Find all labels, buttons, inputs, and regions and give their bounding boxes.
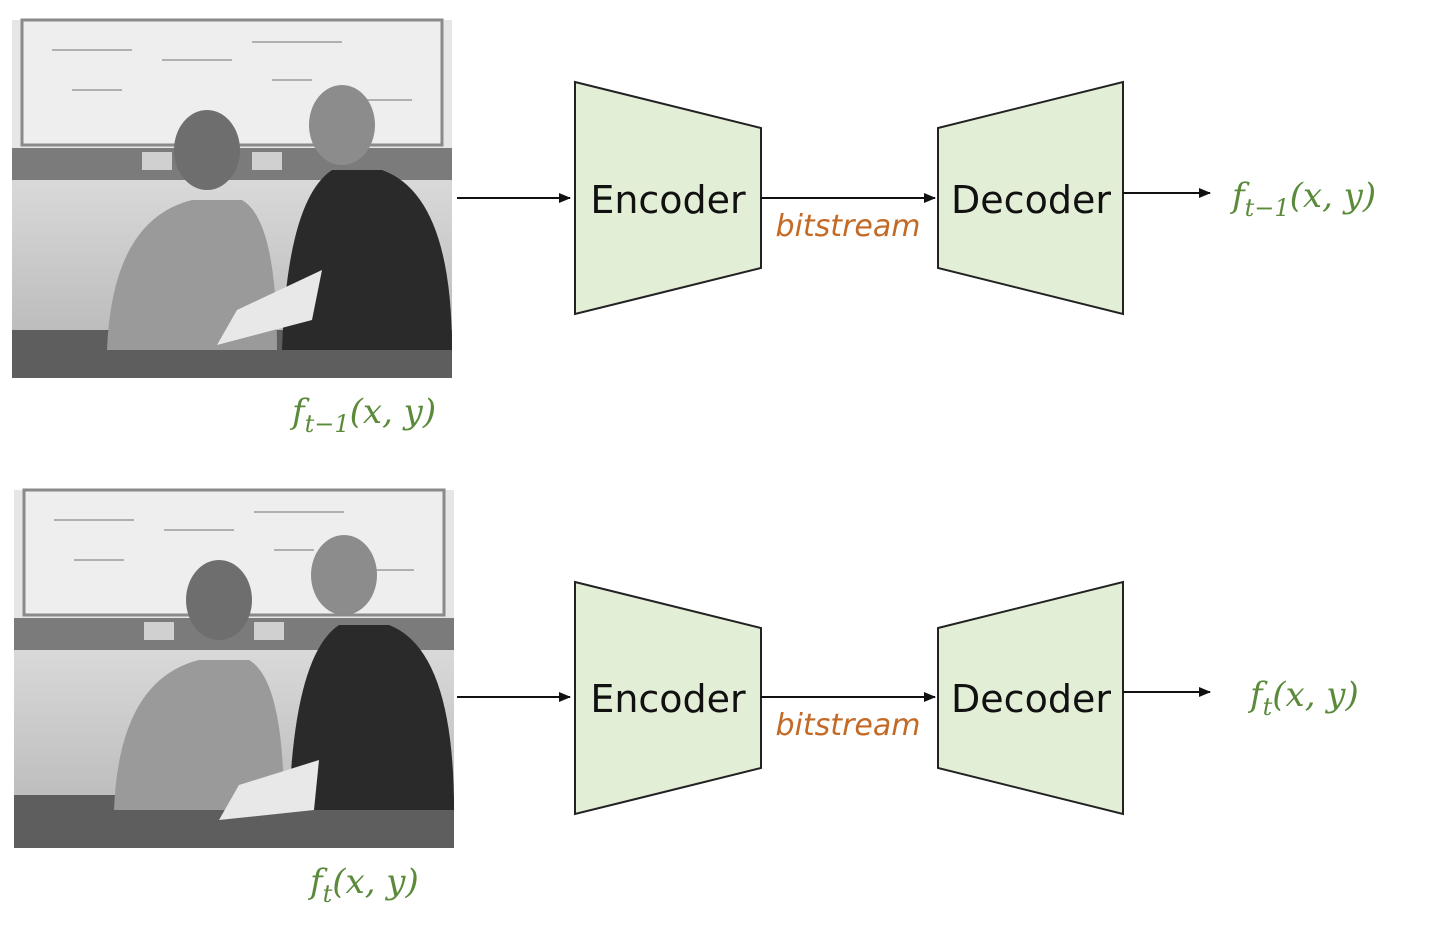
input-frame-photo-prev — [12, 20, 452, 378]
row-2: Encoder bitstream Decoder ft(x, y) ft(x,… — [307, 582, 1359, 908]
encoder-label: Encoder — [590, 677, 746, 721]
row-1: Encoder bitstream Decoder ft−1(x, y) ft−… — [289, 82, 1376, 438]
bitstream-label: bitstream — [776, 708, 921, 743]
bitstream-label: bitstream — [776, 209, 921, 244]
input-frame-photo-current — [14, 490, 454, 848]
encoder-label: Encoder — [590, 178, 746, 222]
decoder-label: Decoder — [951, 677, 1111, 721]
decoder-label: Decoder — [951, 178, 1111, 222]
input-label: ft(x, y) — [307, 862, 419, 908]
input-label: ft−1(x, y) — [289, 392, 436, 438]
output-label: ft−1(x, y) — [1229, 176, 1376, 222]
output-label: ft(x, y) — [1247, 675, 1359, 721]
